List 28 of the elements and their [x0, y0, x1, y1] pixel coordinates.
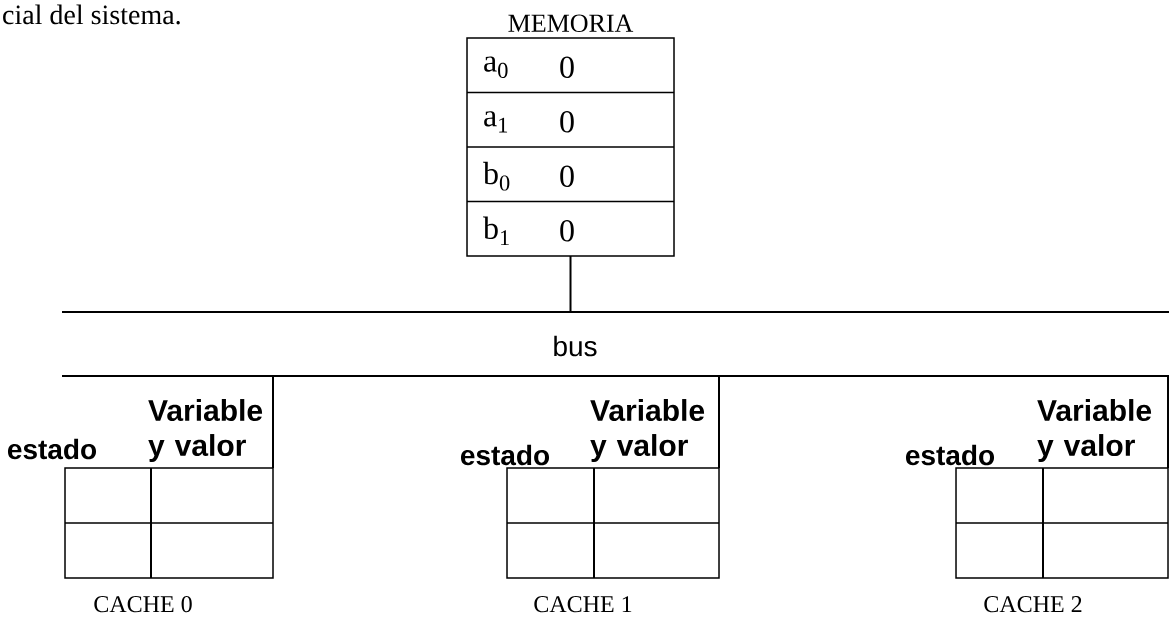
column-header: estado: [8, 438, 97, 460]
column-header: Variable y valor: [590, 399, 705, 462]
column-header: estado: [461, 444, 550, 466]
cache-caption: CACHE 0: [94, 596, 192, 613]
cache-table: [506, 467, 720, 579]
variable-name: b$_{1}$: [483, 216, 509, 245]
cache-caption: CACHE 2: [984, 596, 1082, 613]
variable-value: 0: [560, 220, 574, 242]
variable-name: a$_{0}$: [484, 56, 508, 78]
variable-value: 0: [560, 56, 574, 78]
cache-table: [955, 467, 1169, 579]
column-header: Variable y valor: [1037, 399, 1152, 462]
cache-table: [64, 467, 274, 579]
connector-line: [569, 255, 572, 313]
variable-name: b$_{0}$: [483, 161, 510, 191]
variable-value: 0: [560, 165, 574, 187]
column-header: Variable y valor: [148, 399, 263, 462]
column-header: estado: [906, 444, 995, 466]
memory-heading: MEMORIA: [508, 14, 634, 32]
connector-line: [272, 375, 274, 469]
intro-text: cial del sistema.: [3, 4, 180, 25]
connector-line: [718, 375, 720, 469]
variable-name: a$_{1}$: [484, 111, 508, 133]
bus-band: bus: [61, 311, 1169, 377]
variable-value: 0: [560, 111, 574, 133]
memory-table: [466, 37, 675, 257]
cache-caption: CACHE 1: [534, 596, 632, 613]
connector-line: [1167, 375, 1169, 469]
